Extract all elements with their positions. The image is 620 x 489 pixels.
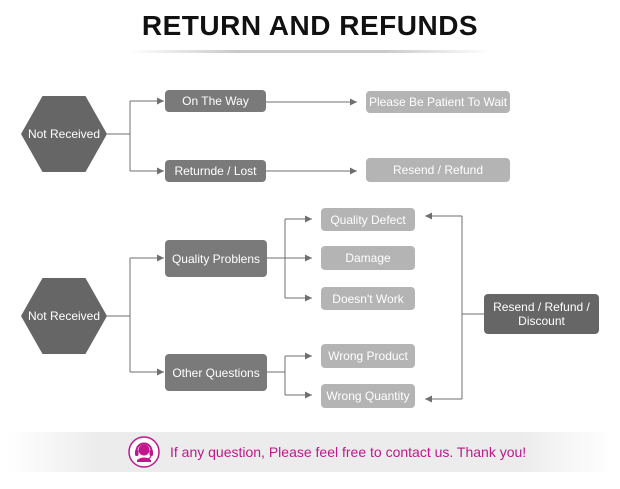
wrong-product-box: Wrong Product [321,344,415,368]
footer-contact-text: If any question, Please feel free to con… [170,444,527,460]
quality-defect-box: Quality Defect [321,208,415,231]
returned-lost-box: Returnde / Lost [165,160,266,182]
resend-refund-discount-box: Resend / Refund / Discount [484,294,599,334]
damage-box: Damage [321,246,415,270]
page-title: RETURN AND REFUNDS [141,10,479,41]
customer-support-icon [128,436,160,468]
on-the-way-box: On The Way [165,90,266,112]
doesnt-work-box: Doesn't Work [321,287,415,310]
please-wait-box: Please Be Patient To Wait [366,91,510,113]
title-divider [130,50,490,53]
quality-problems-box: Quality Problens [165,240,267,277]
resend-refund-box: Resend / Refund [366,158,510,182]
wrong-quantity-box: Wrong Quantity [321,384,415,408]
footer-banner [8,432,612,472]
other-questions-box: Other Questions [165,354,267,391]
